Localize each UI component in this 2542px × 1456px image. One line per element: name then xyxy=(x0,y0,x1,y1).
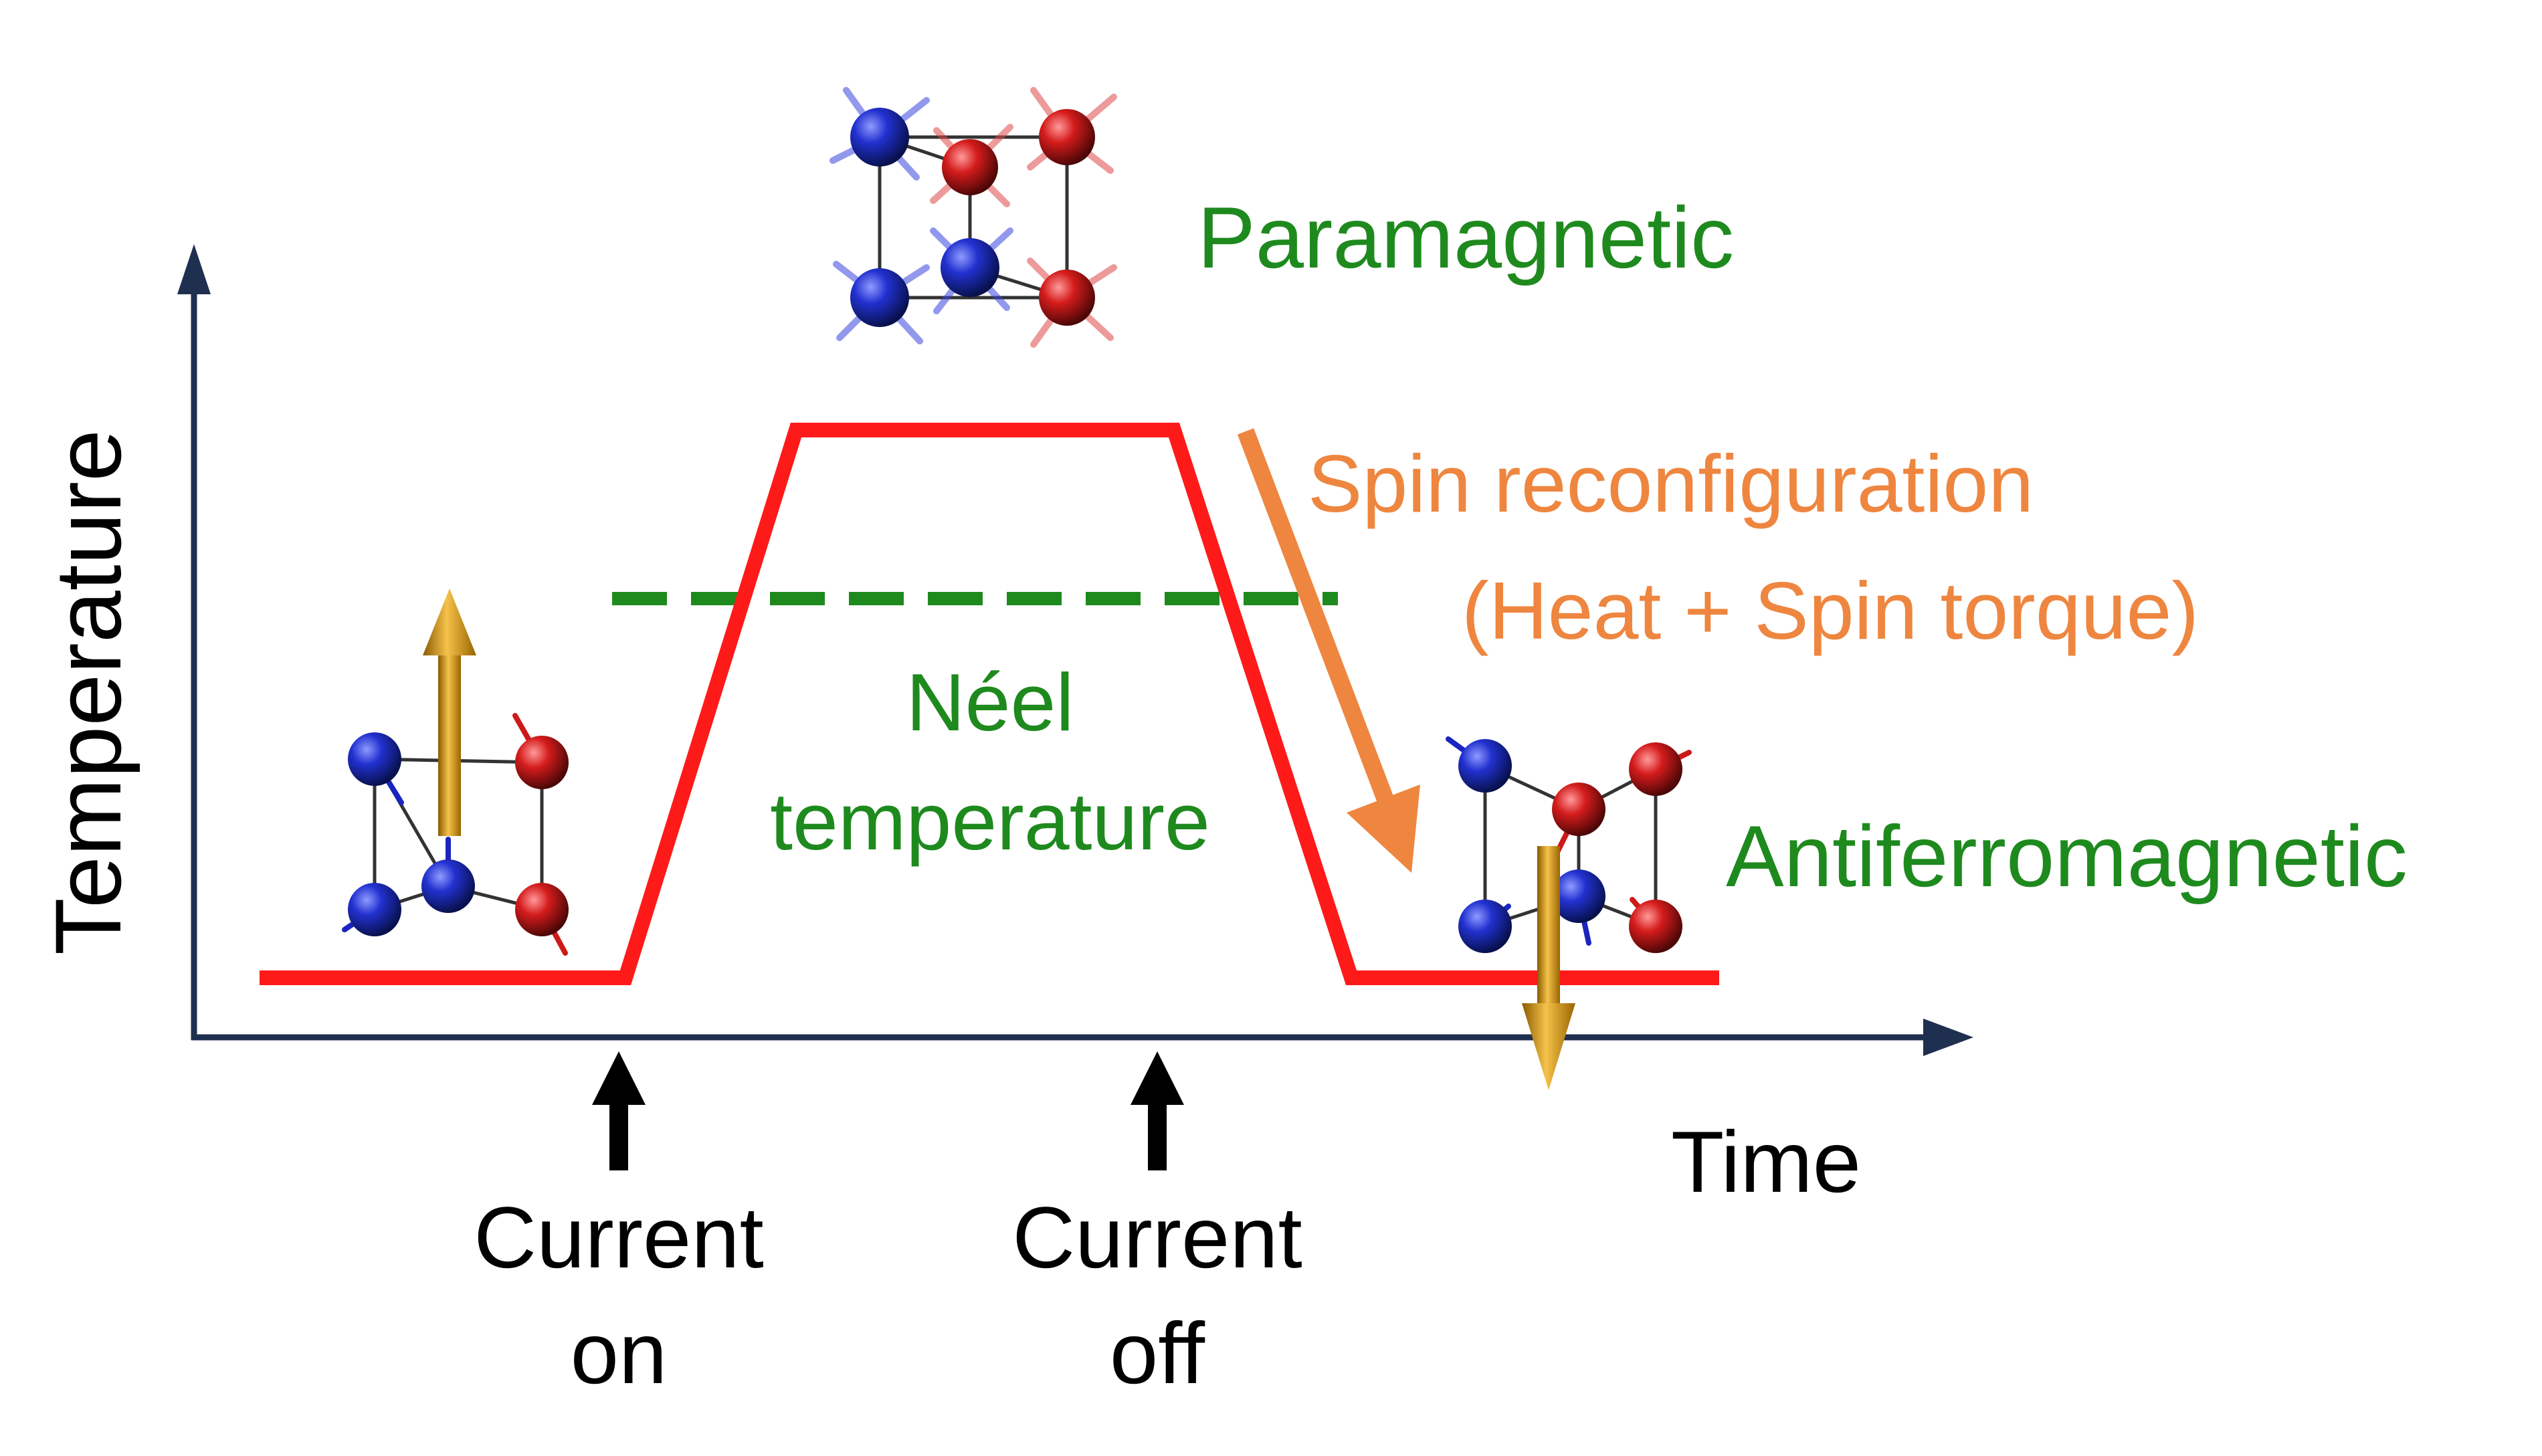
up-arrow-icon xyxy=(1131,1051,1184,1170)
neel-vector-down-arrow-icon xyxy=(1522,846,1575,1090)
spin-reconfiguration-arrowhead xyxy=(1347,785,1420,873)
neel-label-line1: Néel xyxy=(906,657,1074,748)
current-on-label-line2: on xyxy=(571,1304,668,1402)
antiferromagnetic-label: Antiferromagnetic xyxy=(1726,807,2408,905)
current-off-label-line2: off xyxy=(1110,1304,1205,1402)
final-antiferromagnetic-crystal-icon xyxy=(1446,736,1692,1090)
current-on-marker: Current on xyxy=(474,1051,764,1402)
spin-reconfiguration-arrow-shaft xyxy=(1237,428,1395,805)
current-off-label-line1: Current xyxy=(1012,1188,1302,1286)
paramagnetic-crystal-icon xyxy=(829,87,1117,348)
current-on-label-line1: Current xyxy=(474,1188,763,1286)
current-off-marker: Current off xyxy=(1012,1051,1302,1402)
axes xyxy=(177,244,1973,1056)
spin-reconfiguration-label-line1: Spin reconfiguration xyxy=(1308,438,2034,529)
initial-antiferromagnetic-crystal-icon xyxy=(342,589,569,956)
temperature-curve xyxy=(260,423,1719,985)
y-axis-label: Temperature xyxy=(35,429,140,955)
paramagnetic-label: Paramagnetic xyxy=(1197,189,1734,286)
spin-reconfiguration-label-line2: (Heat + Spin torque) xyxy=(1462,565,2199,656)
neel-label-line2: temperature xyxy=(770,776,1210,867)
y-axis-arrowhead xyxy=(177,244,211,294)
up-arrow-icon xyxy=(592,1051,646,1170)
neel-vector-up-arrow-icon xyxy=(423,589,476,836)
x-axis-label: Time xyxy=(1671,1113,1861,1211)
x-axis-arrowhead xyxy=(1923,1019,1973,1056)
